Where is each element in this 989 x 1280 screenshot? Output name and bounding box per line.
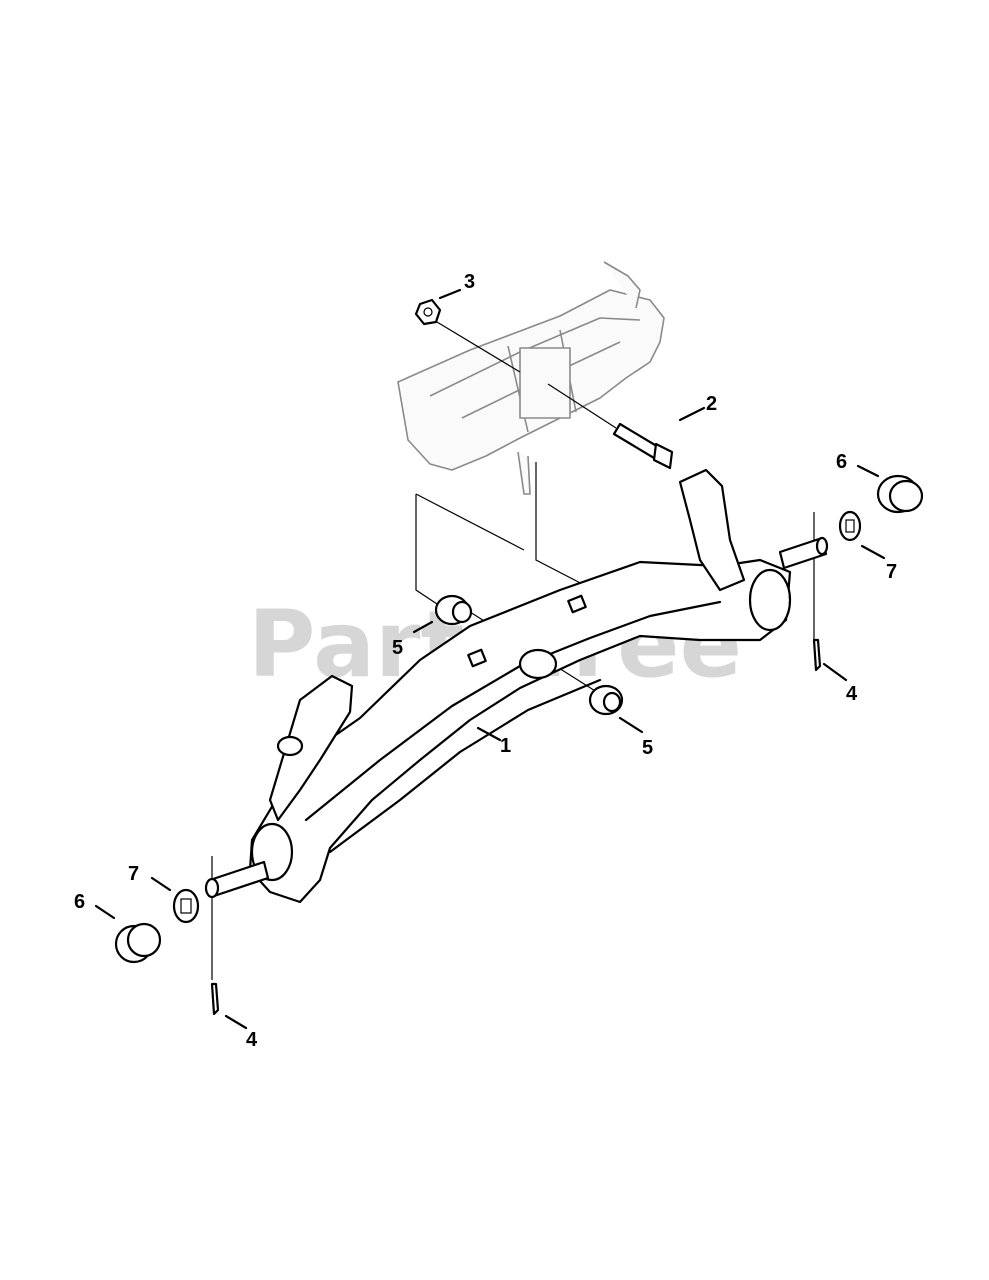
washer-left: [172, 888, 200, 924]
callout-5-right: 5: [642, 737, 653, 759]
bolt: [612, 422, 674, 470]
hub-cap-right: [876, 474, 924, 514]
bushing-right: [588, 684, 624, 716]
bushing-left: [434, 594, 473, 626]
callout-7-left: 7: [128, 863, 139, 885]
callout-3: 3: [464, 271, 475, 293]
callout-leaders: [94, 288, 886, 1030]
callout-1: 1: [500, 735, 511, 757]
callout-4-left: 4: [246, 1029, 258, 1051]
cotter-pin-right: [812, 638, 822, 672]
frame-ghost: [397, 261, 665, 495]
callout-5-left: 5: [392, 637, 403, 659]
callout-7-right: 7: [886, 561, 897, 583]
washer-right: [838, 510, 862, 542]
nut: [414, 298, 442, 326]
front-axle: [204, 468, 829, 904]
callout-4-right: 4: [846, 683, 858, 705]
hub-cap-left: [114, 922, 162, 964]
cotter-pin-left: [210, 982, 220, 1016]
callout-2: 2: [706, 393, 717, 415]
callout-6-left: 6: [74, 891, 85, 913]
callout-6-right: 6: [836, 451, 847, 473]
